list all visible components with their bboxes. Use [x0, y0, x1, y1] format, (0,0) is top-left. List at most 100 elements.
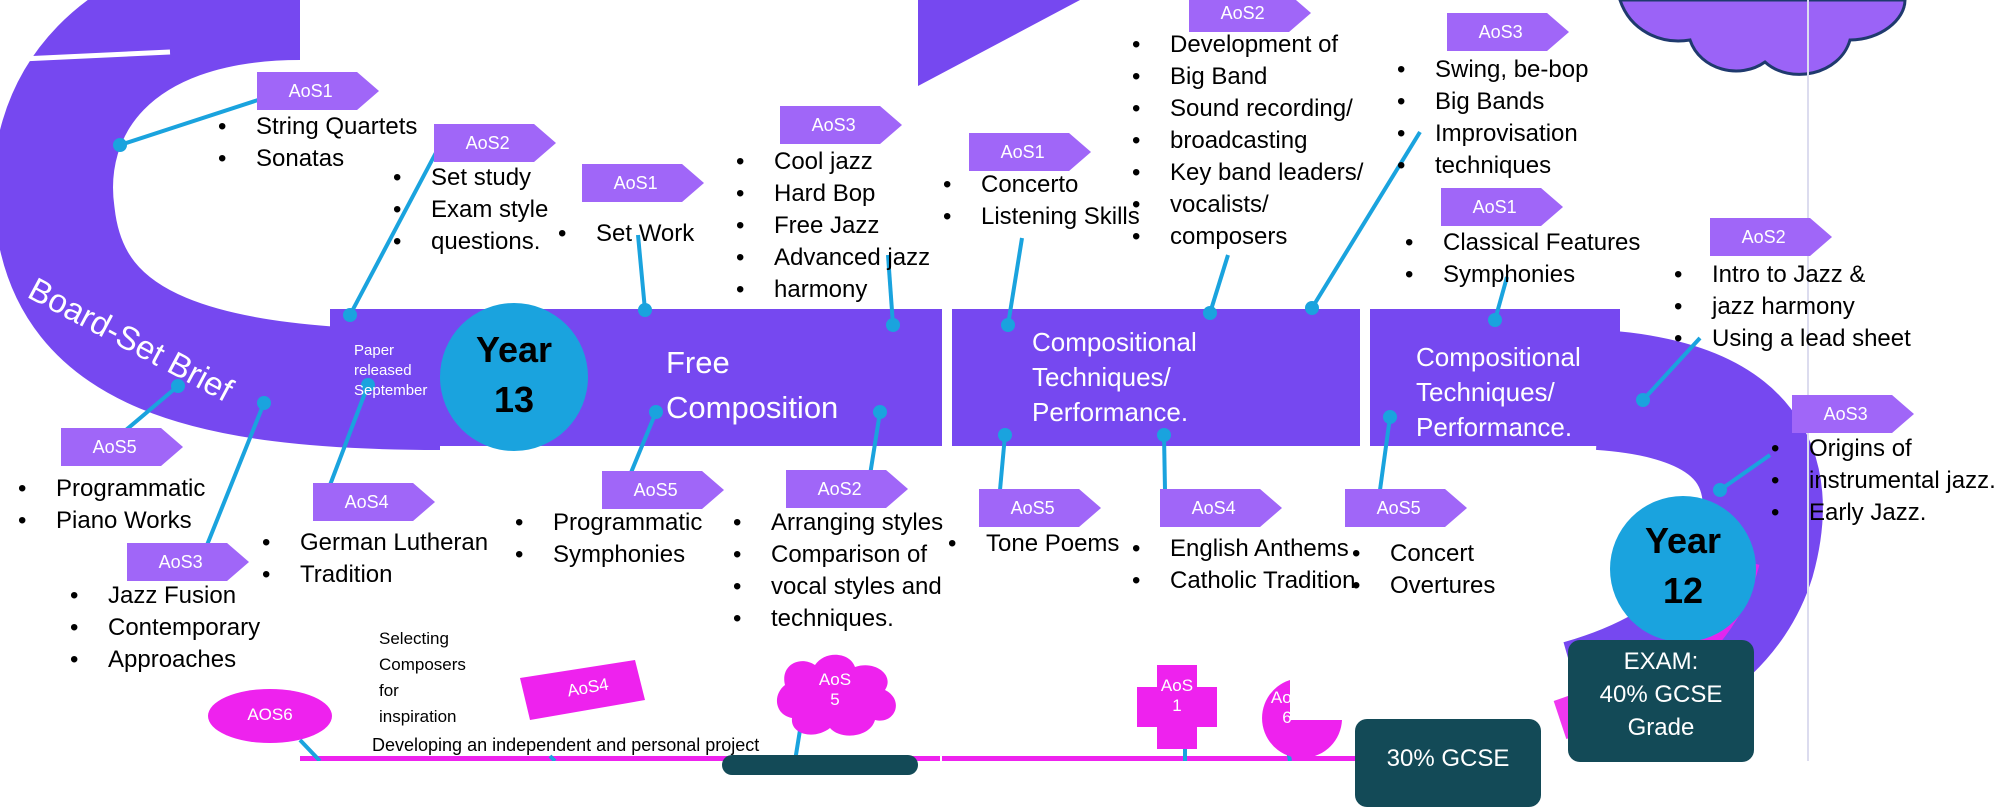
- pink-label-line: AoS: [818, 670, 852, 689]
- aos-tag-label: AoS3: [1478, 21, 1523, 42]
- roadmap-graphic: [0, 0, 1907, 761]
- list-item: Jazz Fusion: [70, 580, 260, 612]
- aos-tag: AoS1: [1441, 188, 1563, 226]
- list-item: Catholic Tradition: [1132, 565, 1355, 597]
- pink-label-line: AoS: [1270, 688, 1304, 707]
- exam-box: EXAM: 40% GCSE Grade: [1568, 640, 1754, 762]
- list-item: Tone Poems: [948, 528, 1119, 560]
- year13-number: 13: [493, 379, 535, 420]
- year12-word: Year: [1644, 520, 1722, 561]
- list-item: Set Work: [558, 218, 694, 250]
- bar-title-line: Compositional: [1032, 327, 1197, 357]
- aos-tag: AoS4: [313, 483, 435, 521]
- top-triangle: [918, 0, 1080, 86]
- list-item: Classical Features: [1405, 227, 1640, 259]
- list-item: techniques.: [733, 603, 943, 635]
- list-item: Contemporary: [70, 612, 260, 644]
- list-item: Improvisation: [1397, 118, 1588, 150]
- list-item: instrumental jazz.: [1771, 465, 1996, 497]
- cloud-shape: [1618, 0, 1907, 76]
- aos-tag: AoS2: [434, 124, 556, 162]
- note-line: Composers: [379, 655, 466, 674]
- list-item: Big Band: [1132, 61, 1363, 93]
- aos-tag: AoS3: [1447, 13, 1569, 51]
- aos-tag: AoS2: [1189, 0, 1311, 32]
- aos6-pink-shape: [208, 689, 332, 743]
- aos5-cloud-label: AoS 5: [800, 670, 870, 710]
- pink-label-line: 5: [830, 690, 840, 709]
- list-item: Advanced jazz: [736, 242, 930, 274]
- bar-title-line: Composition: [666, 390, 839, 425]
- aos-tag: AoS5: [61, 428, 183, 466]
- note-line: for: [379, 681, 399, 700]
- list-introjazz: Intro to Jazz & jazz harmony Using a lea…: [1674, 259, 1911, 355]
- bar-middle: [952, 309, 1360, 446]
- list-item: harmony: [736, 274, 930, 306]
- list-item: Overtures: [1352, 570, 1495, 602]
- list-item: Concerto: [943, 169, 1140, 201]
- aos-tag-label: AoS2: [1741, 226, 1786, 247]
- aos1-cross-label: AoS 1: [1142, 676, 1212, 716]
- aos-tag: AoS3: [1792, 395, 1914, 433]
- aos-tag-label: AoS1: [288, 80, 333, 101]
- list-item: German Lutheran: [262, 527, 488, 559]
- list-item: Comparison of: [733, 539, 943, 571]
- list-setwork: Set Work: [558, 218, 694, 250]
- aos-tag-label: AoS5: [1010, 497, 1055, 518]
- aos-tag: AoS2: [786, 470, 908, 508]
- pink-label-line: 6: [1282, 708, 1292, 727]
- pink-label-line: 1: [1172, 696, 1182, 715]
- list-item: String Quartets: [218, 111, 417, 143]
- developing-project-note: Developing an independent and personal p…: [372, 735, 760, 755]
- aos5-cloud-shape: [776, 654, 896, 736]
- bottom-bar-left: [300, 756, 940, 761]
- aos-tag-label: AoS4: [1191, 497, 1236, 518]
- list-item: Concert: [1352, 538, 1495, 570]
- list-programmatic-piano: Programmatic Piano Works: [18, 473, 205, 537]
- exam-box-line: EXAM:: [1623, 648, 1699, 675]
- aos6-label: AOS6: [247, 705, 293, 724]
- aos-tag: AoS5: [1345, 489, 1467, 527]
- compositional-title-right: Compositional Techniques/ Performance.: [1416, 340, 1581, 445]
- list-origins: Origins of instrumental jazz. Early Jazz…: [1771, 433, 1996, 529]
- bar-title-line: Techniques/: [1032, 362, 1171, 392]
- list-classical: Classical Features Symphonies: [1405, 227, 1640, 291]
- aos-tag: AoS5: [979, 489, 1101, 527]
- aos-tag-label: AoS1: [613, 172, 658, 193]
- gcse-box: 30% GCSE: [1355, 719, 1541, 807]
- list-item: Development of: [1132, 29, 1363, 61]
- year13-label: Year 13: [454, 325, 574, 425]
- list-item: Exam style: [393, 194, 548, 226]
- list-item: Origins of: [1771, 433, 1996, 465]
- list-item: Sonatas: [218, 143, 417, 175]
- aos4-pink-shape: [520, 660, 645, 720]
- aos-tag: AoS1: [969, 133, 1091, 171]
- bar-right: [1370, 309, 1620, 446]
- list-item: questions.: [393, 226, 548, 258]
- aos-tag-label: AoS2: [817, 478, 862, 499]
- list-item: Using a lead sheet: [1674, 323, 1911, 355]
- paper-note-line: September: [354, 382, 428, 399]
- aos-tag: AoS4: [1160, 489, 1282, 527]
- list-item: Hard Bop: [736, 178, 930, 210]
- bottom-bar-right: [942, 756, 1362, 761]
- list-cooljazz: Cool jazz Hard Bop Free Jazz Advanced ja…: [736, 146, 930, 306]
- road-band: [0, 0, 441, 450]
- compositional-title-middle: Compositional Techniques/ Performance.: [1032, 325, 1197, 430]
- list-anthems: English Anthems Catholic Tradition: [1132, 533, 1355, 597]
- pink-label-line: AoS: [1160, 676, 1194, 695]
- selecting-composers-note: Selecting Composers for inspiration: [379, 626, 466, 730]
- list-lutheran: German Lutheran Tradition: [262, 527, 488, 591]
- aos-tag-label: AoS5: [92, 436, 137, 457]
- aos-tag: AoS1: [257, 72, 379, 110]
- list-item: English Anthems: [1132, 533, 1355, 565]
- aos-tag-label: AoS2: [465, 132, 510, 153]
- aos-tag: AoS5: [602, 471, 724, 509]
- list-item: jazz harmony: [1674, 291, 1911, 323]
- list-item: Cool jazz: [736, 146, 930, 178]
- list-item: Key band leaders/: [1132, 157, 1363, 189]
- list-item: Free Jazz: [736, 210, 930, 242]
- paper-note-line: Paper: [354, 342, 395, 359]
- year13-word: Year: [475, 329, 553, 370]
- list-arranging: Arranging styles Comparison of vocal sty…: [733, 507, 943, 635]
